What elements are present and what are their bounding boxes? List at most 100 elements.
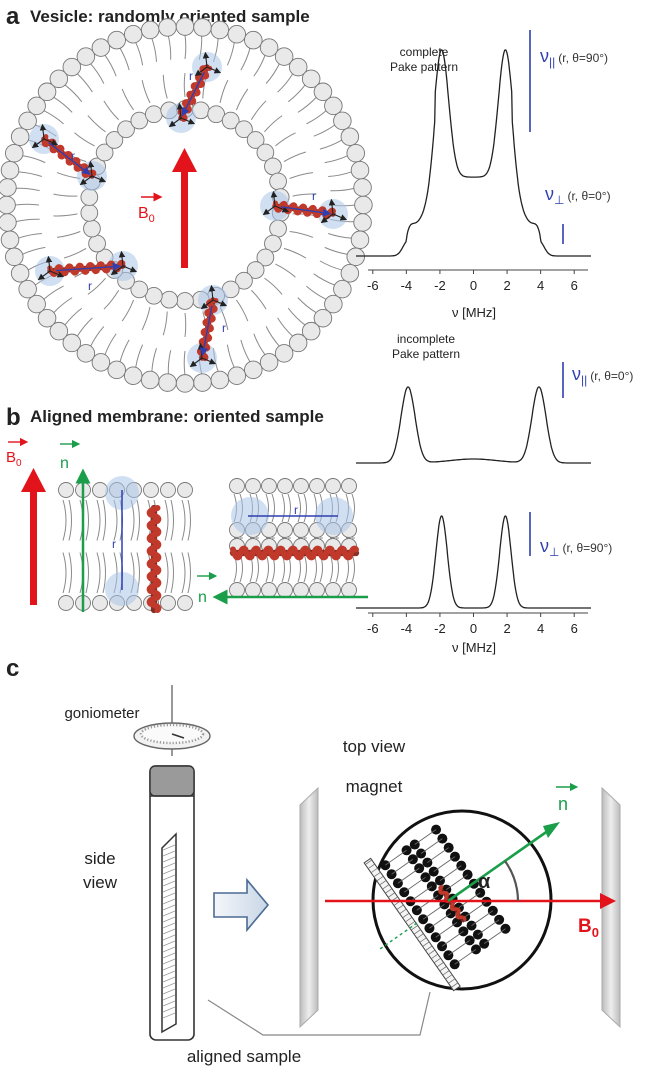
lipid-tail <box>287 307 306 326</box>
b0-label: B0 <box>6 449 22 469</box>
lipid-tail <box>416 894 439 911</box>
side-view-label-2: view <box>83 873 118 892</box>
lipid-tail <box>121 88 135 111</box>
lipid-tail <box>183 350 186 376</box>
lipid-tail <box>56 172 81 179</box>
b0-arrow-head <box>172 148 197 172</box>
lipid-headgroup <box>49 69 69 89</box>
b0-arrow-shaft <box>181 168 188 268</box>
spectrum-a-line <box>356 49 591 257</box>
axis-arrow <box>201 357 217 365</box>
hatch-line <box>162 982 176 989</box>
lipid-headgroup <box>264 234 282 253</box>
lipid-tail <box>283 151 307 163</box>
lipid-tail <box>85 499 89 541</box>
axis-arrow <box>31 138 45 149</box>
lipid-headgroup <box>0 160 20 180</box>
lipid-tail <box>68 499 72 541</box>
lipid-headgroup <box>80 188 99 206</box>
hatch-line <box>162 964 176 971</box>
lipid-headgroup <box>160 290 179 309</box>
lipid-headgroup <box>350 230 370 250</box>
lipid-headgroup <box>325 478 341 494</box>
lipid-tail <box>297 96 317 113</box>
hatch-line <box>367 863 375 869</box>
panel-c-letter: c <box>6 655 19 682</box>
lipid-tail <box>240 47 251 71</box>
n-label: n <box>198 589 207 606</box>
lipid-headgroup <box>117 120 135 139</box>
hatch-line <box>399 908 407 914</box>
lipid-headgroup <box>256 248 275 267</box>
lipid-headgroup <box>354 195 373 215</box>
nu-par-label: ν||(r, θ=90°) <box>540 46 608 69</box>
lipid-tail <box>289 172 314 179</box>
lipid-tail <box>250 100 267 121</box>
hatch-line <box>433 957 441 964</box>
lipid-tail <box>328 171 352 178</box>
x-tick-label: -4 <box>401 621 413 636</box>
lipid-headgroup <box>346 247 365 267</box>
hatch-line <box>162 952 176 959</box>
lipid-tail <box>281 493 285 523</box>
axis-arrow <box>91 175 107 183</box>
axis-arrow <box>262 205 276 216</box>
lipid-tail <box>183 72 186 98</box>
n-label: n <box>60 455 69 472</box>
lipid-tail <box>324 246 348 255</box>
hatch-line <box>162 922 176 929</box>
rotor-membrane-stack <box>363 824 511 992</box>
lipid-headgroup <box>177 482 193 498</box>
lipid-tail <box>167 35 172 60</box>
axis-arrow <box>49 270 65 278</box>
axis-arrow <box>189 357 203 368</box>
b0-label: B0 <box>578 916 599 940</box>
vesicle-helices <box>29 51 348 373</box>
axis-arrow <box>168 117 182 128</box>
helix-right <box>260 190 348 229</box>
hatch-line <box>408 921 416 927</box>
lipid-tail <box>96 552 101 594</box>
lipid-tail <box>63 247 87 259</box>
lipid-headgroup <box>269 172 287 191</box>
lipid-tail <box>275 263 296 278</box>
lipid-tail <box>446 874 468 890</box>
lipid-headgroup <box>346 143 365 163</box>
lipid-tail <box>287 493 291 523</box>
lipid-headgroup <box>221 111 240 130</box>
lipid-tail <box>85 552 89 594</box>
lipid-headgroup <box>350 160 370 180</box>
lipid-tail <box>187 499 191 541</box>
lipid-headgroup <box>333 279 352 299</box>
helix-top <box>166 51 222 133</box>
r-vector <box>181 72 205 117</box>
lipid-tail <box>422 903 445 920</box>
lipid-tail <box>483 928 506 945</box>
lipid-tail <box>324 155 348 164</box>
lipid-tail <box>277 73 294 93</box>
lipid-tail <box>136 499 140 541</box>
r-label: r <box>312 189 316 203</box>
lipid-headgroup <box>340 264 360 283</box>
n-label: n <box>558 794 568 814</box>
spectrum-b-top-line <box>356 386 591 464</box>
lipid-headgroup <box>269 219 287 238</box>
lipid-headgroup <box>158 373 177 392</box>
lipid-tail <box>265 553 269 583</box>
lipid-headgroup <box>277 478 293 494</box>
lipid-tail <box>319 260 343 271</box>
lipid-headgroup <box>140 370 160 390</box>
lipid-headgroup <box>245 478 261 494</box>
spectrum-b-bottom-line <box>356 515 591 609</box>
panel-a: a Vesicle: randomly oriented sample B0 r… <box>0 3 611 393</box>
r-vector <box>280 206 332 217</box>
hatch-line <box>402 912 410 919</box>
r-label: r <box>71 149 75 163</box>
hatch-line <box>162 976 176 983</box>
hatch-line <box>162 910 176 917</box>
x-tick-label: 6 <box>571 621 578 636</box>
hatch-line <box>162 874 176 881</box>
magnet-label: magnet <box>346 777 403 796</box>
axis-arrow <box>39 123 47 140</box>
lipid-headgroup <box>91 353 111 372</box>
